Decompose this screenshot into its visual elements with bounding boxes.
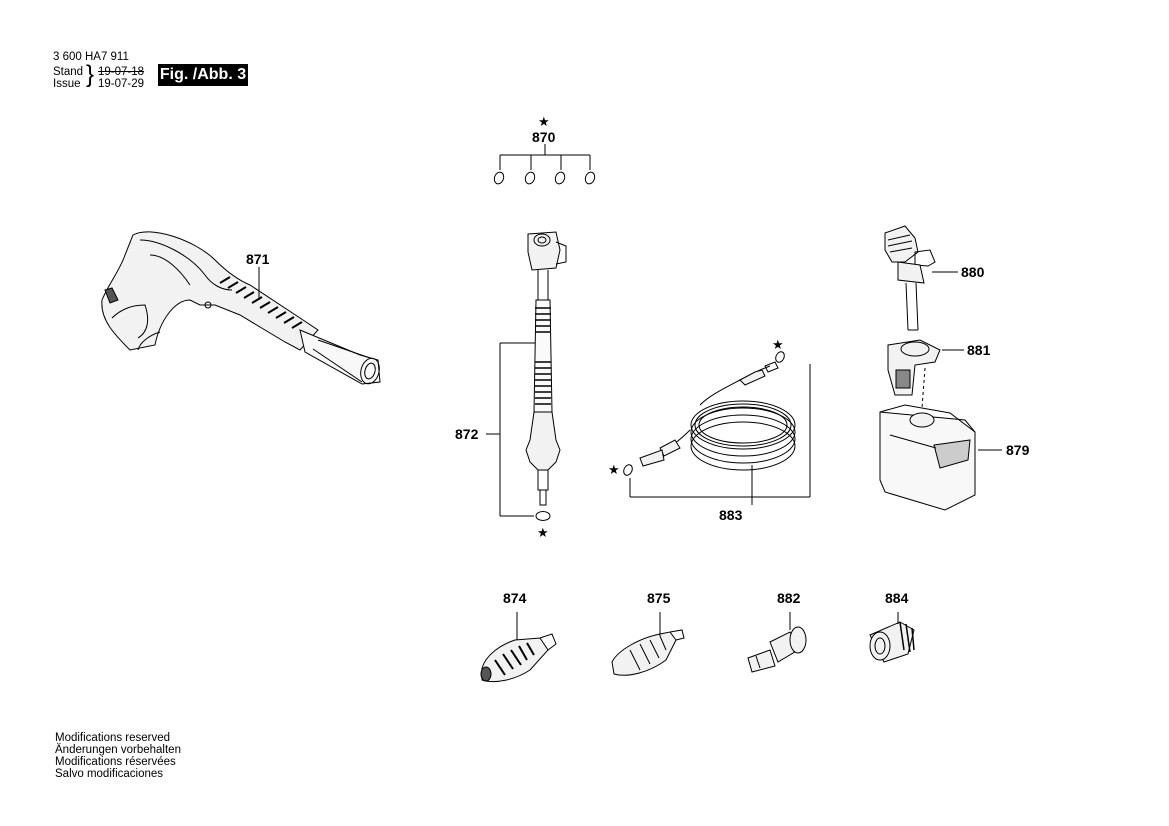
star-marker: ★ xyxy=(538,115,550,130)
part-number-883: 883 xyxy=(719,507,743,523)
modifications-note: Modifications reserved Änderungen vorbeh… xyxy=(55,732,181,780)
o-ring-icon xyxy=(584,171,596,185)
hose-icon xyxy=(639,361,796,471)
part-number-882: 882 xyxy=(777,590,801,606)
o-ring-icon xyxy=(524,171,536,185)
footer-line: Modifications reserved xyxy=(55,732,171,744)
star-marker: ★ xyxy=(772,338,784,353)
lance-icon xyxy=(525,231,567,506)
issue-date: 19-07-29 xyxy=(98,78,145,90)
stand-label: Stand xyxy=(53,66,84,78)
footer-line: Modifications réservées xyxy=(55,756,176,768)
star-marker: ★ xyxy=(537,526,549,541)
figure-label: Fig. /Abb. 3 xyxy=(158,64,248,86)
bottle-holder-icon xyxy=(887,339,941,396)
detergent-bottle-icon xyxy=(879,404,976,511)
o-ring-set-870 xyxy=(493,144,596,185)
o-ring-icon xyxy=(535,511,551,521)
part-number-875: 875 xyxy=(647,590,671,606)
part-number-871: 871 xyxy=(246,251,270,267)
o-ring-icon xyxy=(493,171,505,185)
stand-date: 19-07-18 xyxy=(98,66,145,78)
o-ring-icon xyxy=(623,464,633,476)
adapter-icon xyxy=(747,626,807,673)
bracket-brace: } xyxy=(86,61,95,88)
nozzle-icon xyxy=(480,633,557,683)
star-marker: ★ xyxy=(608,463,620,478)
footer-line: Salvo modificaciones xyxy=(55,768,164,780)
detergent-cap-icon xyxy=(884,225,936,331)
o-ring-icon xyxy=(554,171,566,185)
footer-line: Änderungen vorbehalten xyxy=(55,744,181,756)
o-ring-icon xyxy=(775,351,785,363)
part-number-880: 880 xyxy=(961,264,985,280)
spray-gun-icon xyxy=(101,231,381,385)
nozzle-icon xyxy=(611,629,685,676)
document-number: 3 600 HA7 911 xyxy=(53,51,129,63)
part-number-874: 874 xyxy=(503,590,527,606)
issue-label: Issue xyxy=(53,78,81,90)
adapter-icon xyxy=(869,621,915,663)
part-number-881: 881 xyxy=(967,342,991,358)
part-number-872: 872 xyxy=(455,426,479,442)
part-number-884: 884 xyxy=(885,590,909,606)
part-number-879: 879 xyxy=(1006,442,1030,458)
part-number-870: 870 xyxy=(532,129,556,145)
